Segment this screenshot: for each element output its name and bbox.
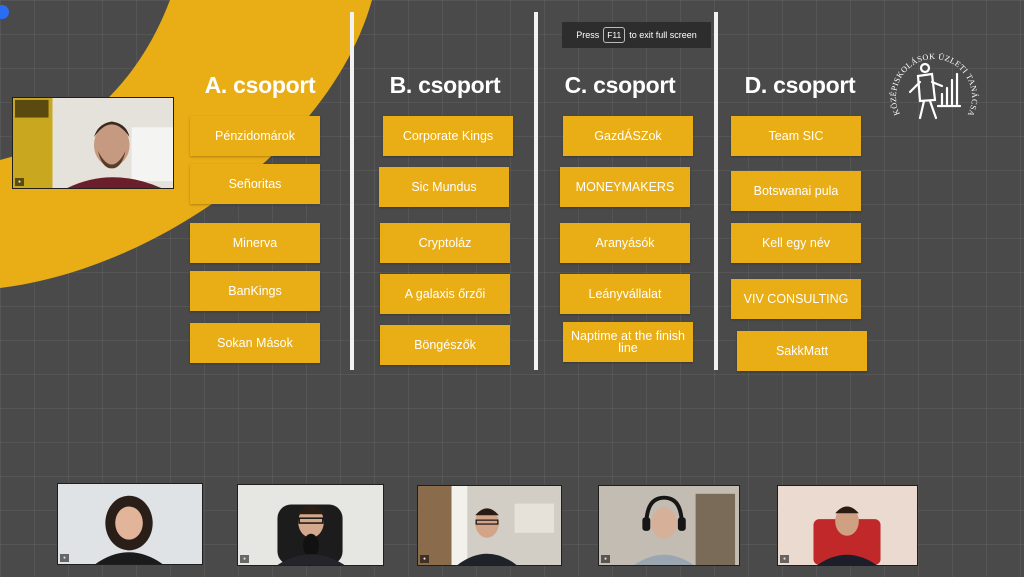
- group-title-c: C. csoport: [564, 72, 676, 98]
- participant-video-frame: [238, 485, 383, 565]
- participant-name-tag: ●: [240, 555, 250, 563]
- presenter-video-tile[interactable]: ●: [12, 97, 174, 189]
- participant-name-tag: ●: [780, 555, 790, 563]
- team-card: A galaxis őrzői: [380, 274, 510, 314]
- banner-press-text: Press: [576, 30, 600, 40]
- participant-video-tile[interactable]: ●: [598, 485, 740, 566]
- participant-video-tile[interactable]: ●: [237, 484, 384, 566]
- participant-video-tile[interactable]: ●: [57, 483, 203, 565]
- yellow-swoosh-decoration: [0, 0, 372, 288]
- group-title-b: B. csoport: [389, 72, 501, 98]
- column-divider: [350, 12, 354, 370]
- team-card: Team SIC: [731, 116, 861, 156]
- column-divider: [714, 12, 718, 370]
- participant-name-tag: ●: [420, 555, 430, 563]
- competition-logo: KÖZÉPISKOLÁSOK ÜZLETI TANÁCSADÓ VERSENYE: [880, 38, 980, 120]
- participant-video-frame: [418, 486, 561, 565]
- team-card: BanKings: [190, 271, 320, 311]
- team-card: Naptime at the finish line: [563, 322, 693, 362]
- participant-video-tile[interactable]: ●: [777, 485, 918, 566]
- team-card: Corporate Kings: [383, 116, 513, 156]
- team-card: Kell egy név: [731, 223, 861, 263]
- team-card: MONEYMAKERS: [560, 167, 690, 207]
- banner-suffix-text: to exit full screen: [629, 30, 697, 40]
- participant-video-frame: [58, 484, 202, 564]
- team-card: Señoritas: [190, 164, 320, 204]
- team-card: Sokan Mások: [190, 323, 320, 363]
- column-divider: [534, 12, 538, 370]
- f11-key-badge: F11: [603, 27, 626, 43]
- team-card: Leányvállalat: [560, 274, 690, 314]
- participant-video-frame: [778, 486, 917, 565]
- team-card: Sic Mundus: [379, 167, 509, 207]
- team-card: Cryptoláz: [380, 223, 510, 263]
- logo-arc-text: KÖZÉPISKOLÁSOK ÜZLETI TANÁCSADÓ VERSENYE: [880, 38, 980, 118]
- team-card: Aranyásók: [560, 223, 690, 263]
- team-card: Böngészők: [380, 325, 510, 365]
- participant-video-frame: [599, 486, 739, 565]
- group-title-a: A. csoport: [204, 72, 316, 98]
- participant-video-tile[interactable]: ●: [417, 485, 562, 566]
- team-card: Pénzidomárok: [190, 116, 320, 156]
- meeting-indicator-icon: [0, 5, 9, 19]
- team-card: Minerva: [190, 223, 320, 263]
- group-title-d: D. csoport: [744, 72, 856, 98]
- participant-name-tag: ●: [601, 555, 611, 563]
- participant-name-tag: ●: [60, 554, 70, 562]
- team-card: Botswanai pula: [731, 171, 861, 211]
- participant-name-tag: ●: [15, 178, 25, 186]
- team-card: SakkMatt: [737, 331, 867, 371]
- fullscreen-exit-banner: Press F11 to exit full screen: [562, 22, 711, 48]
- team-card: GazdÁSZok: [563, 116, 693, 156]
- presenter-video-frame: [13, 98, 173, 188]
- svg-text:KÖZÉPISKOLÁSOK ÜZLETI TANÁCSAD: KÖZÉPISKOLÁSOK ÜZLETI TANÁCSADÓ VERSENYE: [880, 38, 980, 118]
- team-card: VIV CONSULTING: [731, 279, 861, 319]
